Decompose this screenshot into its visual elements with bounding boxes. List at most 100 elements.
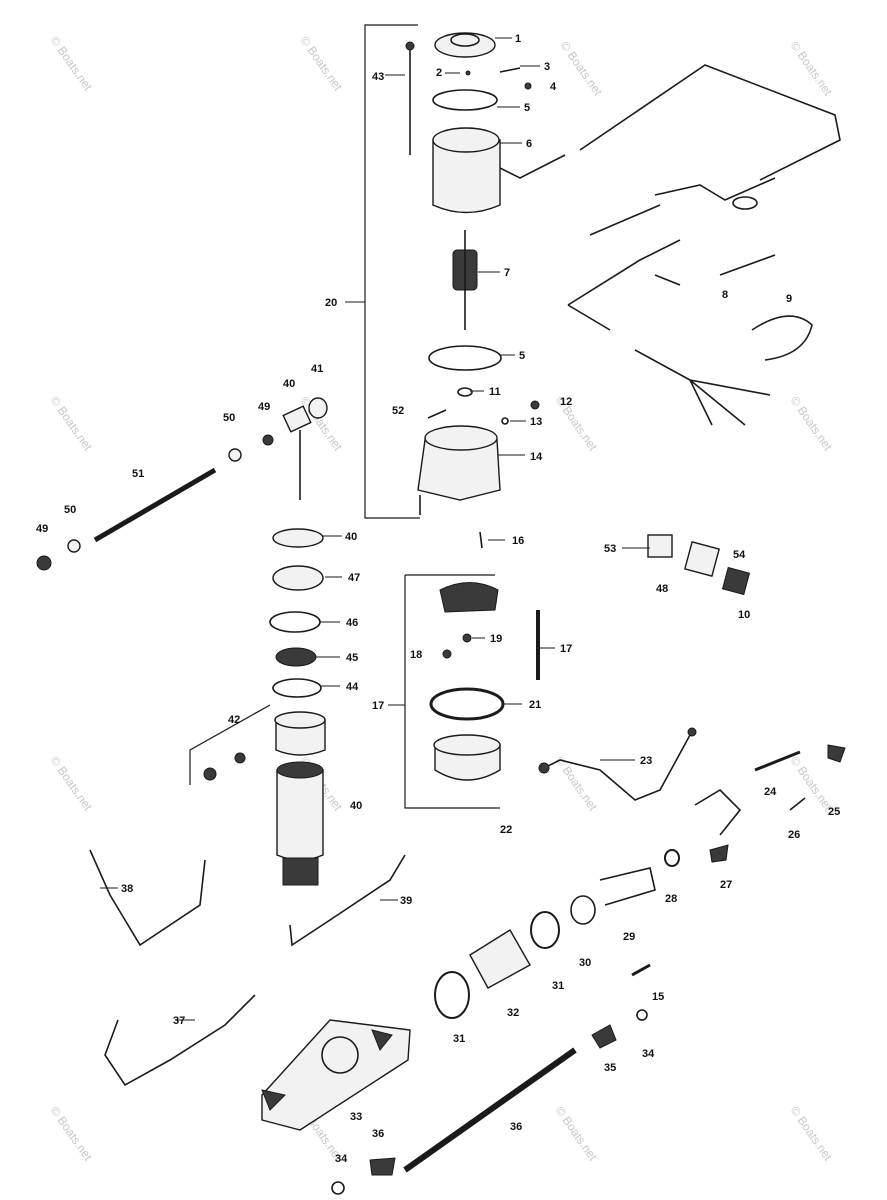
callout-3: 3: [544, 61, 550, 73]
part-clip-25: [827, 744, 846, 763]
callout-38: 38: [121, 883, 133, 895]
part-bolt-head: [405, 41, 415, 51]
lower-housing-parts: [429, 531, 540, 781]
part-cover-22-top: [433, 734, 501, 756]
callout-53: 53: [604, 543, 616, 555]
part-nut-34: [331, 1181, 345, 1195]
watermark: © Boats.net: [788, 754, 836, 814]
watermark: © Boats.net: [788, 39, 836, 99]
callout-40-body: 40: [350, 800, 362, 812]
part-wire-harness-8: [567, 239, 681, 331]
part-bolt-24: [754, 750, 801, 772]
part-o-ring-21: [429, 687, 505, 721]
part-fuel-line-37: [104, 994, 256, 1087]
callout-23: 23: [640, 755, 652, 767]
frame-lower-housing: [404, 574, 500, 809]
callout-5: 5: [524, 102, 530, 114]
callout-47: 47: [348, 572, 360, 584]
watermark: © Boats.net: [788, 1104, 836, 1164]
part-sleeve-32: [469, 929, 531, 989]
part-washer-50-left: [67, 539, 81, 553]
part-ball-19: [462, 633, 472, 643]
part-bracket-tab-a: [261, 1089, 287, 1111]
part-ring-30: [570, 895, 596, 925]
part-nut-49-right: [262, 434, 274, 446]
part-plate-47: [272, 565, 324, 591]
part-ring-upper: [432, 89, 498, 111]
part-pin-26: [789, 797, 806, 811]
part-shaft-51: [93, 467, 217, 543]
part-cable-mid: [654, 177, 776, 201]
watermark: © Boats.net: [553, 754, 601, 814]
callout-48: 48: [656, 583, 668, 595]
part-brush-52: [427, 409, 447, 419]
callout-21: 21: [529, 699, 541, 711]
leader-lines: [100, 37, 650, 1021]
part-clamp-9: [751, 315, 813, 361]
part-housing-top: [432, 127, 500, 153]
callout-51: 51: [132, 468, 144, 480]
part-housing-lead: [499, 154, 566, 179]
part-fitting-small: [234, 752, 246, 764]
callout-39: 39: [400, 895, 412, 907]
callout-43: 43: [372, 71, 384, 83]
callout-27: 27: [720, 879, 732, 891]
part-gasket-44: [272, 678, 322, 698]
part-ring-lower: [428, 345, 502, 371]
watermark: © Boats.net: [48, 754, 96, 814]
callout-25: 25: [828, 806, 840, 818]
part-lever-40: [282, 405, 312, 433]
callout-26: 26: [788, 829, 800, 841]
part-housing: [432, 139, 501, 214]
part-bracket-bore: [321, 1036, 359, 1074]
watermark: © Boats.net: [553, 1104, 601, 1164]
part-cover-40: [272, 528, 324, 548]
callout-36-left: 36: [372, 1128, 384, 1140]
callout-22: 22: [500, 824, 512, 836]
part-wire-harness: [634, 349, 771, 426]
part-ball-18: [442, 649, 452, 659]
callout-10: 10: [738, 609, 750, 621]
watermark: © Boats.net: [48, 394, 96, 454]
watermark: © Boats.net: [788, 394, 836, 454]
callout-41: 41: [311, 363, 323, 375]
part-fuel-line-23: [539, 734, 691, 801]
part-washer-13: [501, 417, 509, 425]
part-gasket-46: [269, 611, 321, 633]
starter-parts: [405, 32, 566, 515]
callout-34-right: 34: [642, 1048, 655, 1060]
part-washer-11: [457, 387, 473, 397]
part-nut-49-left: [36, 555, 52, 571]
callout-14: 14: [530, 451, 543, 463]
callout-13: 13: [530, 416, 542, 428]
part-body-40-top: [276, 761, 324, 779]
callout-49-left: 49: [36, 523, 48, 535]
callout-44: 44: [346, 681, 359, 693]
callout-12: 12: [560, 396, 572, 408]
callout-40-lever: 40: [283, 378, 295, 390]
part-body-40: [276, 769, 324, 861]
part-washer-50-right: [228, 448, 242, 462]
callout-8: 8: [722, 289, 728, 301]
part-clamp-35: [591, 1024, 617, 1049]
callout-40-cover: 40: [345, 531, 357, 543]
callout-50-left: 50: [64, 504, 76, 516]
callout-50-right: 50: [223, 412, 235, 424]
part-bracket-tab-b: [371, 1029, 393, 1051]
callout-54: 54: [733, 549, 746, 561]
callout-labels: 1 2 3 4 5 6 7 8 9 5 10 11 12 13 14 15 16…: [36, 33, 840, 1165]
part-yoke-29: [599, 867, 656, 906]
callout-31-right: 31: [552, 980, 564, 992]
part-shaft-36: [403, 1047, 577, 1173]
callout-34-left: 34: [335, 1153, 348, 1165]
callout-49-right: 49: [258, 401, 270, 413]
part-pin: [499, 67, 521, 73]
part-fitting-23a: [538, 762, 550, 774]
callout-31-left: 31: [453, 1033, 465, 1045]
part-plate-10: [721, 566, 751, 596]
callout-29: 29: [623, 931, 635, 943]
part-fitting-36: [369, 1157, 396, 1176]
callout-18: 18: [410, 649, 422, 661]
